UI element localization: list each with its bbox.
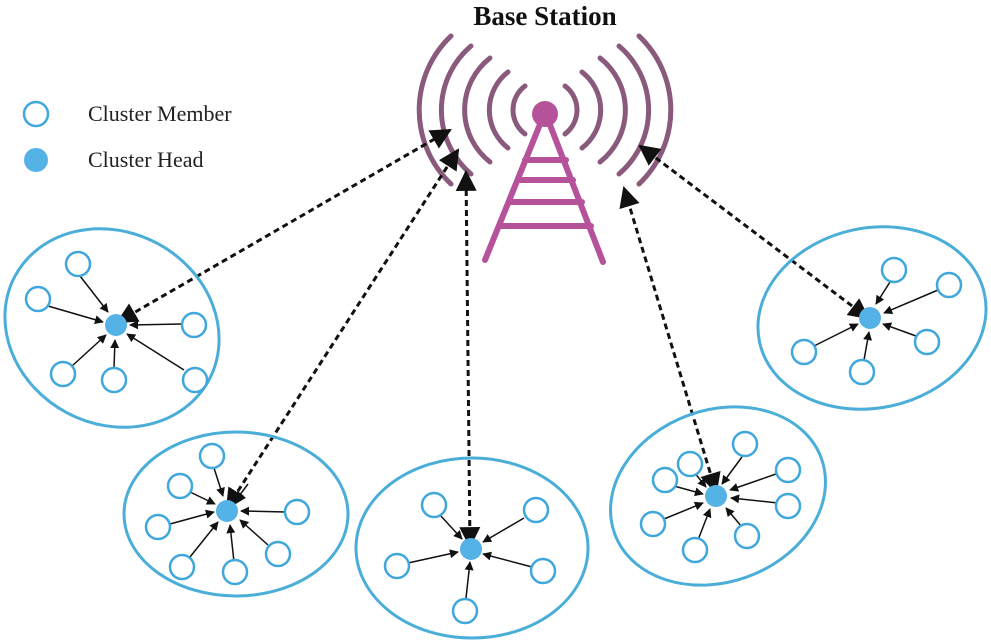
cluster-member-node [180,311,208,339]
cluster-head-node [460,538,482,560]
legend-member-icon [22,100,50,128]
cluster-member-node [198,442,226,470]
cluster-boundary [756,225,988,411]
base-station-title: Base Station [473,1,616,31]
cluster-member-node [935,271,963,299]
tower-body [482,109,606,265]
cluster-member-node [221,558,249,586]
cluster-member-node [264,540,292,568]
tower-antenna-tip [532,101,558,127]
cluster-head-node [216,500,238,522]
cluster-member-node [733,522,761,550]
cluster-member-node [49,360,77,388]
cluster-member-node [651,466,679,494]
cluster-head-node [859,307,881,329]
cluster-member-node [283,498,311,526]
cluster-member-node [451,597,479,625]
cluster-2 [122,430,350,598]
cluster-member-node [383,552,411,580]
cluster-boundary [609,405,827,587]
cluster-5 [756,225,988,411]
cluster-member-node [166,472,194,500]
legend-head-icon [24,148,48,172]
cluster-3 [354,456,590,640]
cluster-member-node [168,553,196,581]
cluster-member-node [790,338,818,366]
cluster-member-node [181,366,209,394]
legend-head-label: Cluster Head [88,147,203,172]
radio-tower-icon [416,33,674,265]
legend-member-label: Cluster Member [88,101,232,126]
cluster-member-node [639,510,667,538]
cluster-member-node [420,491,448,519]
cluster-member-node [24,285,52,313]
cluster-head-node [105,314,127,336]
cluster-member-node [522,496,550,524]
cluster-member-node [100,366,128,394]
cluster-member-node [774,456,802,484]
cluster-member-node [774,492,802,520]
uplink-cluster-3 [455,169,481,549]
cluster-member-node [676,450,704,478]
cluster-member-node [913,328,941,356]
cluster-member-node [529,557,557,585]
uplink-arrows [116,128,870,549]
cluster-boundary [3,227,221,429]
cluster-boundary [122,430,350,598]
cluster-4 [609,405,827,587]
cluster-head-node [705,485,727,507]
cluster-member-node [144,513,172,541]
uplink-cluster-2 [225,148,460,510]
cluster-boundary [354,456,590,640]
cluster-member-node [731,430,759,458]
cluster-member-node [880,256,908,284]
cluster-member-node [848,358,876,386]
cluster-member-node [64,250,92,278]
cluster-member-node [681,536,709,564]
legend: Cluster Member Cluster Head [22,100,232,172]
uplink-cluster-5 [638,144,870,320]
cluster-1 [3,227,221,429]
